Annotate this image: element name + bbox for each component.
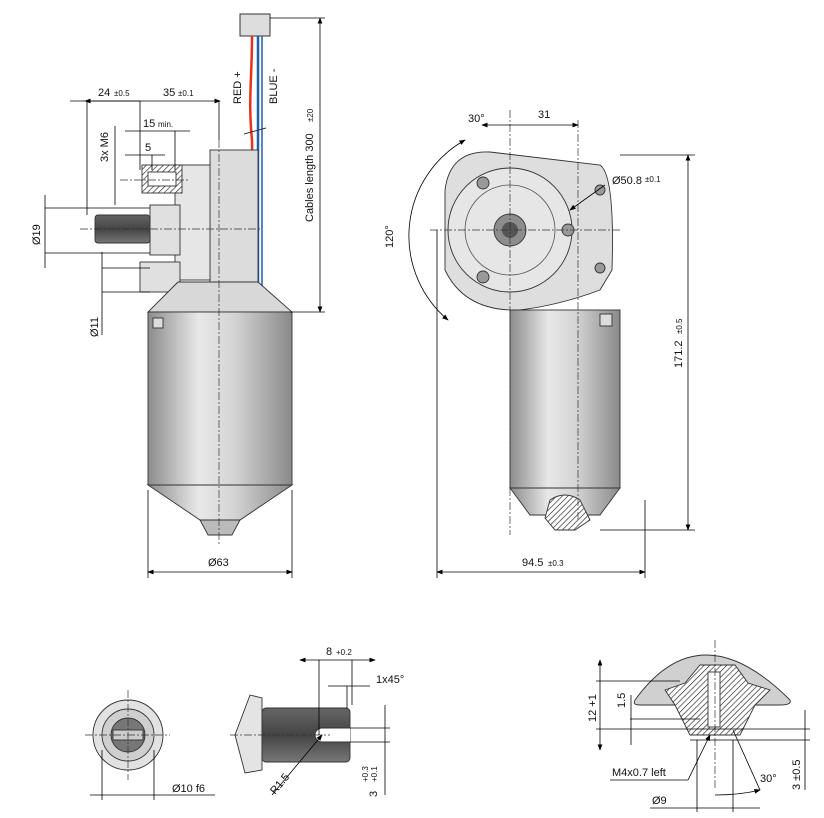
dia-9: Ø9 (652, 795, 667, 807)
width-tol: ±0.3 (548, 559, 564, 568)
dia-11: Ø11 (89, 317, 101, 337)
thread-m4: M4x0.7 left (612, 767, 666, 779)
chamfer-1x45: 1x45° (376, 674, 404, 686)
front-view-dimensions: 31 30° 120° Ø50.8 ±0.1 171.2 ±0.5 94.5 ±… (384, 109, 695, 578)
motor-can-front (509, 309, 621, 489)
dim-35: 35 (163, 87, 175, 99)
height-171-2: 171.2 (673, 340, 685, 368)
slot-tol-lower: +0.1 (370, 766, 379, 782)
cable-length-tol: ±20 (306, 108, 315, 122)
dim-24: 24 (98, 87, 110, 99)
shaft-end-view: Ø10 f6 (85, 690, 215, 800)
red-wire (248, 35, 256, 291)
slot-3: 3 (368, 791, 380, 797)
dim-24-tol: ±0.5 (114, 89, 130, 98)
dia-63: Ø63 (208, 557, 229, 569)
cable-length: Cables length 300 (304, 133, 316, 222)
dia-10-f6: Ø10 f6 (172, 783, 205, 795)
dim-15: 15 (143, 118, 155, 130)
dim-1-5: 1.5 (616, 693, 628, 708)
height-tol: ±0.5 (675, 318, 684, 334)
motor-can (147, 311, 293, 486)
dia-19: Ø19 (31, 224, 43, 245)
side-view-dimensions: 24 ±0.5 35 ±0.1 15 min. 5 3x M6 Ø19 Ø11 … (31, 17, 325, 578)
dim-35-tol: ±0.1 (178, 89, 194, 98)
shaft-side-detail: 8 +0.2 1x45° R1.5 3 +0.3 +0.1 (230, 646, 404, 797)
blue-wire-label: BLUE - (268, 68, 280, 104)
cable-connector (239, 13, 271, 37)
width-94-5: 94.5 (522, 557, 543, 569)
dia-50-8: Ø50.8 (612, 175, 642, 187)
red-wire-label: RED + (232, 71, 244, 104)
dim-8-tol: +0.2 (336, 648, 352, 657)
end-cap-section (544, 494, 591, 531)
dim-31: 31 (538, 109, 550, 121)
side-view (80, 13, 294, 545)
dia-50-8-tol: ±0.1 (645, 175, 661, 184)
angle-120: 120° (384, 225, 396, 248)
angle-30: 30° (468, 113, 485, 125)
dim-15-tol: min. (158, 120, 173, 129)
dim-12: 12 +1 (587, 694, 599, 722)
angle-30-cap: 30° (760, 773, 777, 785)
thread-3x-m6: 3x M6 (99, 132, 111, 162)
dim-3: 3 ±0.5 (791, 759, 803, 790)
gearbox-flange (209, 149, 259, 291)
dim-8: 8 (326, 646, 332, 658)
dim-5: 5 (145, 142, 151, 154)
slot-tol-upper: +0.3 (361, 766, 370, 782)
end-cap-detail: 12 +1 1.5 3 ±0.5 M4x0.7 left 30° Ø9 (587, 640, 810, 812)
front-view (430, 110, 621, 535)
